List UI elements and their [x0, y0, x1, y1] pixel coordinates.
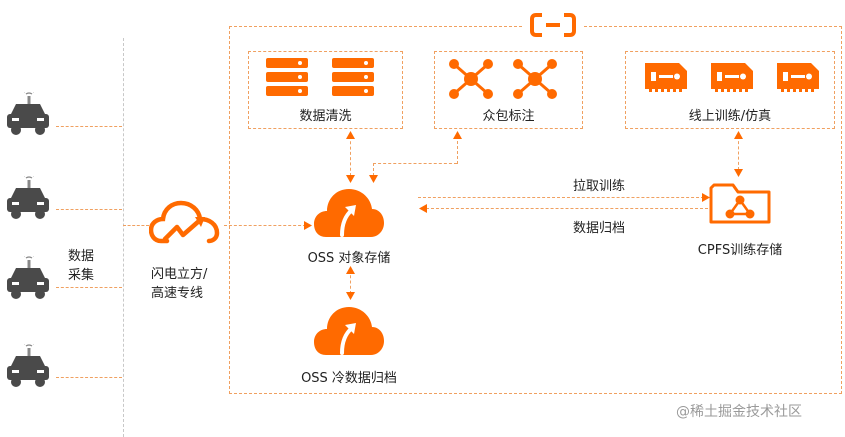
pull-training-label: 拉取训练 [573, 179, 626, 194]
car-icon [7, 176, 49, 219]
car-icon [7, 92, 49, 135]
arrow-up-icon [734, 131, 743, 139]
left-divider [123, 38, 124, 437]
cpfs-storage-label: CPFS训练存储 [697, 243, 783, 258]
car-icon [7, 344, 49, 387]
oss-storage-label: OSS 对象存储 [307, 251, 391, 266]
oss-icon [314, 307, 384, 355]
network-label-line2: 高速专线 [151, 286, 204, 301]
network-icon [449, 59, 493, 99]
arrow-left-icon [419, 204, 427, 213]
data-cleaning-label: 数据清洗 [299, 109, 352, 124]
arrow-down-icon [346, 175, 355, 183]
data-archive-label: 数据归档 [573, 221, 626, 236]
network-icon [513, 59, 557, 99]
data-archive-arrow [426, 208, 708, 209]
car-link-line [56, 209, 122, 210]
cleaning-oss-link [350, 136, 351, 176]
pull-training-arrow [418, 197, 704, 198]
training-box [625, 51, 835, 129]
car-icon [7, 256, 49, 299]
crowd-oss-link [373, 163, 457, 164]
ssd-icon [777, 63, 819, 92]
watermark: @稀土掘金技术社区 [676, 404, 802, 420]
arrow-up-icon [346, 131, 355, 139]
car-link-line [56, 126, 122, 127]
crowd-oss-link [457, 136, 458, 164]
server-icon [332, 58, 374, 96]
car-link-line [56, 287, 122, 288]
arrow-up-icon [453, 131, 462, 139]
crowd-oss-link [373, 163, 374, 176]
car-link-line [56, 377, 122, 378]
data-cleaning-box [248, 51, 403, 129]
network-label-line1: 闪电立方/ [151, 267, 208, 282]
folder-network-icon [709, 183, 771, 224]
arrow-right-icon [304, 221, 312, 230]
crowd-annotation-box [434, 51, 583, 129]
aliyun-logo [530, 13, 576, 37]
cloud-lightning-icon [149, 200, 220, 244]
oss-archive-label: OSS 冷数据归档 [301, 371, 397, 386]
arrow-right-icon [702, 193, 710, 202]
arrow-down-icon [346, 292, 355, 300]
arrow-down-icon [734, 169, 743, 177]
data-collection-label-line1: 数据 [68, 249, 95, 264]
oss-icon [314, 189, 384, 237]
training-label: 线上训练/仿真 [688, 109, 772, 124]
server-icon [266, 58, 308, 96]
oss-archive-link [350, 270, 351, 294]
divider-network-line [123, 225, 149, 226]
arrow-up-icon [346, 266, 355, 274]
crowd-annotation-label: 众包标注 [482, 109, 535, 124]
ssd-icon [711, 63, 753, 92]
network-to-oss-line [224, 225, 306, 226]
training-cpfs-link [738, 136, 739, 170]
ssd-icon [645, 63, 687, 92]
data-collection-label-line2: 采集 [68, 268, 95, 283]
arrow-down-icon [369, 175, 378, 183]
